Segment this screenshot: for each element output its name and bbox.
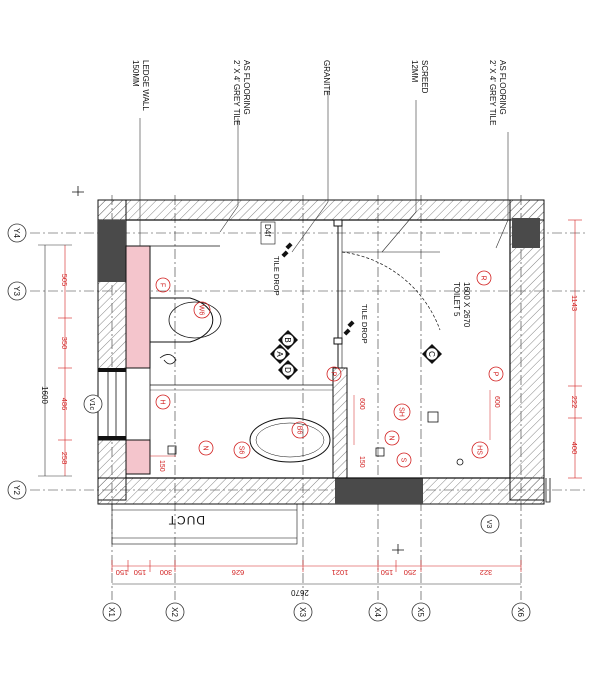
dim-bottom-626: 626 — [232, 568, 245, 577]
partitions — [150, 219, 441, 479]
dim-right-1143: 1143 — [570, 295, 579, 311]
section-marker-d: D — [283, 367, 292, 373]
duct-label: DUCT — [168, 513, 205, 527]
dim-600-b: 600 — [493, 396, 500, 408]
dim-left-258: 258 — [60, 452, 69, 465]
inner-dim-lines — [150, 390, 491, 457]
note-screed-line-1: 12MM — [410, 60, 419, 83]
dim-bottom-322: 322 — [480, 568, 493, 577]
tile-drop-label-2: TILE DROP — [360, 304, 369, 344]
dim-left-350: 350 — [60, 337, 69, 350]
dim-bottom-1021: 1021 — [332, 568, 349, 577]
dim-150-shower: 150 — [358, 456, 365, 468]
section-marker-b: B — [283, 337, 292, 342]
wc-fixture — [149, 297, 214, 343]
dim-left-505: 505 — [60, 274, 69, 287]
dim-left-total: 1600 — [40, 386, 49, 404]
grid-bubbles-v — [83, 394, 500, 534]
note-ledge-line-2: LEDGE WALL — [141, 60, 150, 111]
section-marker-c: C — [427, 351, 436, 357]
door-tag-box — [260, 221, 276, 245]
duct-area — [111, 503, 298, 545]
code-h: H — [159, 399, 166, 404]
code-hs: HS — [476, 445, 483, 455]
grid-y4: Y4 — [12, 228, 21, 238]
left-dimension-chain — [38, 244, 72, 477]
leader-lines — [139, 92, 509, 253]
dim-bottom-150-a: 150 — [116, 568, 129, 577]
tile-drop-label-1: TILE DROP — [272, 256, 281, 296]
grid-v3: V3 — [485, 520, 492, 529]
note-granite: GRANITE — [322, 60, 331, 96]
inner-dims: 150 150 600 600 — [158, 396, 500, 472]
grid-x3: X3 — [298, 607, 307, 617]
dim-bottom-250: 250 — [404, 568, 417, 577]
dim-bottom-150-c: 150 — [381, 568, 394, 577]
grid-x2: X2 — [170, 607, 179, 617]
grid-y3: Y3 — [12, 286, 21, 296]
fixture-codes — [155, 270, 504, 468]
dim-bottom-300: 300 — [160, 568, 173, 577]
grid-bubbles-x — [102, 602, 531, 622]
top-notes: 150MM LEDGE WALL 2' X 4' GREY TILE AS FL… — [131, 60, 507, 125]
code-wc: W6 — [198, 305, 205, 316]
column-top-left — [98, 220, 126, 282]
dim-bottom-150-b: 150 — [134, 568, 147, 577]
window — [97, 369, 127, 441]
bottom-dimension-chain — [111, 560, 522, 585]
grid-bubbles-y — [7, 223, 27, 500]
section-markers: A B D C — [270, 330, 442, 380]
note-tile2-line-2: AS FLOORING — [498, 60, 507, 115]
code-sh: SH — [398, 407, 405, 417]
dim-bottom-total: 2670 — [291, 588, 309, 597]
column-bottom-mid — [335, 478, 423, 504]
grid-bubble-labels-y: Y4 Y3 Y2 — [12, 228, 21, 495]
grid-y2: Y2 — [12, 485, 21, 495]
grid-x6: X6 — [516, 607, 525, 617]
code-r: R — [480, 275, 487, 280]
door-tag: D4f — [263, 224, 272, 237]
bottom-dimension-labels: 150 150 300 626 1021 150 250 322 — [116, 568, 493, 577]
right-dimension-labels: 1143 222 400 — [570, 295, 579, 454]
tile-drop-markers — [281, 242, 355, 336]
code-p-1: P — [330, 372, 337, 377]
column-top-right — [512, 218, 540, 248]
code-p-2: P — [492, 372, 499, 377]
ledge-wall — [125, 245, 220, 475]
room-labels: TOILET 5 1600 X 2670 TILE DROP TILE DROP… — [168, 224, 471, 527]
grid-x4: X4 — [373, 607, 382, 617]
dim-150-left: 150 — [158, 460, 165, 472]
fixture-code-labels: F W6 H N S6 B6 P SH N S HS P R — [159, 275, 499, 462]
note-screed-line-2: SCREED — [420, 60, 429, 94]
note-tile1-line-2: AS FLOORING — [242, 60, 251, 115]
grid-bubble-labels-x: X1 X2 X3 X4 X5 X6 — [107, 607, 525, 617]
grid-x5: X5 — [416, 607, 425, 617]
code-n-1: N — [202, 445, 209, 450]
section-marker-a: A — [275, 351, 284, 357]
code-n-2: N — [388, 435, 395, 440]
dim-left-486: 486 — [60, 398, 69, 411]
note-tile1-line-1: 2' X 4' GREY TILE — [232, 60, 241, 125]
grid-v1c: V1c — [88, 398, 95, 411]
right-dimension-chain — [568, 219, 582, 479]
break-marks — [72, 186, 551, 554]
basin-fixture — [249, 417, 331, 463]
fixtures — [149, 297, 464, 466]
code-basin: B6 — [296, 426, 303, 435]
note-ledge-line-1: 150MM — [131, 60, 140, 87]
code-f: F — [159, 283, 166, 287]
note-tile2-line-1: 2' X 4' GREY TILE — [488, 60, 497, 125]
dim-right-400: 400 — [570, 442, 579, 455]
walls — [97, 199, 545, 505]
dim-right-222: 222 — [570, 396, 579, 409]
left-dimension-labels: 505 350 486 258 — [60, 274, 69, 465]
room-name: TOILET 5 — [452, 282, 461, 317]
grid-x1: X1 — [107, 607, 116, 617]
room-size: 1600 X 2670 — [462, 282, 471, 328]
dim-600-a: 600 — [358, 398, 365, 410]
code-s: S — [400, 458, 407, 463]
code-s6: S6 — [238, 446, 245, 455]
